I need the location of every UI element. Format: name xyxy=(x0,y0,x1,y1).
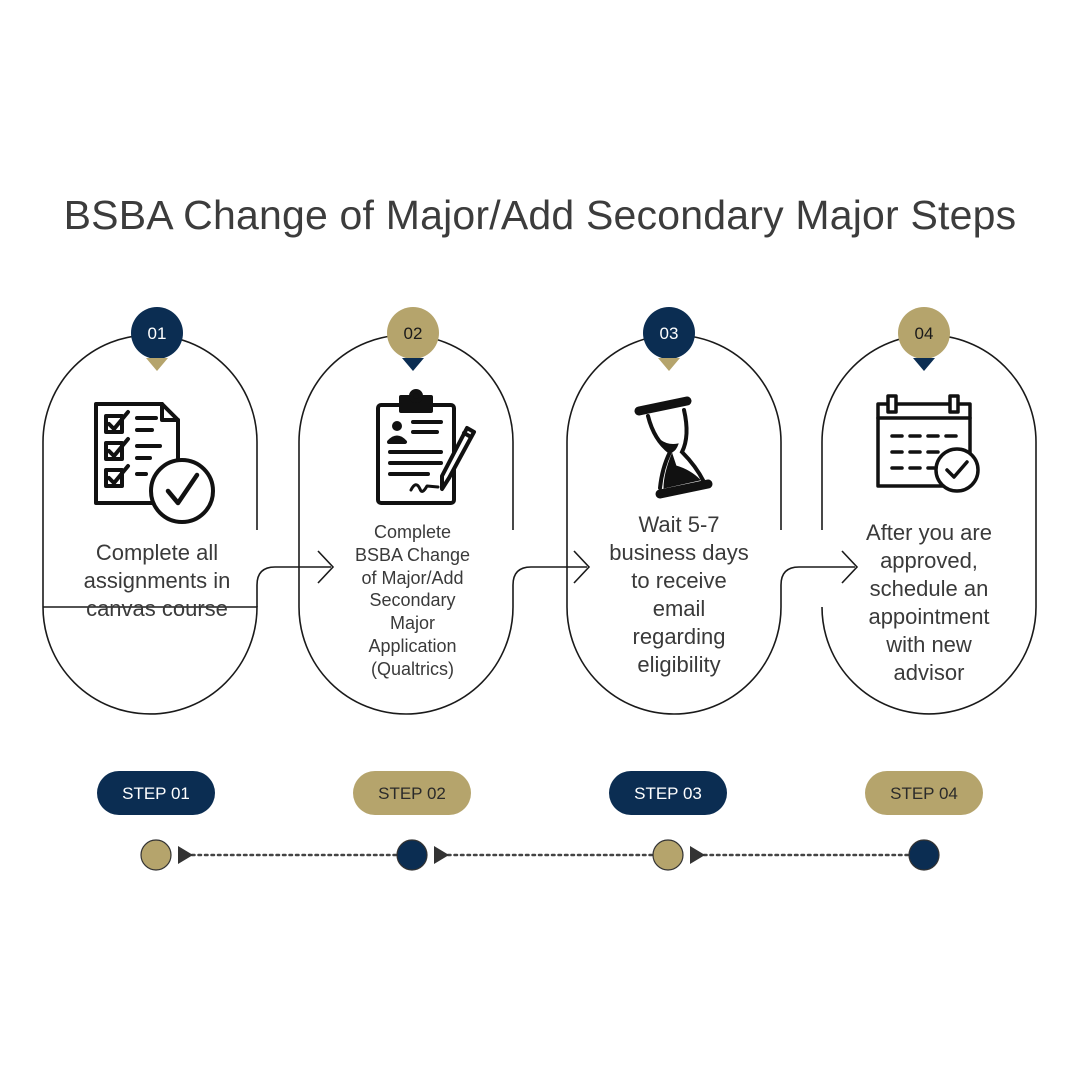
step-pill-3: STEP 03 xyxy=(609,771,727,815)
step-pill-1: STEP 01 xyxy=(97,771,215,815)
timeline-dot-2 xyxy=(396,839,428,871)
timeline-dot-3 xyxy=(652,839,684,871)
number-badge-2: 02 xyxy=(387,307,439,371)
badge-number-3: 03 xyxy=(660,324,679,343)
step-capsule-1 xyxy=(42,334,258,715)
step-description-3: Wait 5-7 business days to receive email … xyxy=(609,512,749,677)
badge-number-2: 02 xyxy=(404,324,423,343)
number-badge-1: 01 xyxy=(131,307,183,371)
step-description-2: Complete BSBA Change of Major/Add Second… xyxy=(354,522,471,679)
checklist-icon xyxy=(94,402,215,524)
clipboard-signature-icon xyxy=(376,389,476,505)
step-label-3: STEP 03 xyxy=(634,784,702,803)
connector-2-3 xyxy=(512,566,587,607)
arrow-chevron-2 xyxy=(573,550,591,584)
step-pill-4: STEP 04 xyxy=(865,771,983,815)
timeline-dot-4 xyxy=(908,839,940,871)
timeline-arrows xyxy=(178,846,705,864)
step-pill-2: STEP 02 xyxy=(353,771,471,815)
arrow-chevron-3 xyxy=(841,550,859,584)
step-label-1: STEP 01 xyxy=(122,784,190,803)
number-badge-3: 03 xyxy=(643,307,695,371)
step-label-4: STEP 04 xyxy=(890,784,958,803)
connector-3-4 xyxy=(780,566,855,607)
hourglass-icon xyxy=(634,396,713,499)
number-badge-4: 04 xyxy=(898,307,950,371)
timeline-dot-1 xyxy=(140,839,172,871)
step-description-4: After you are approved, schedule an appo… xyxy=(866,520,992,685)
badge-number-1: 01 xyxy=(148,324,167,343)
step-label-2: STEP 02 xyxy=(378,784,446,803)
badge-number-4: 04 xyxy=(915,324,934,343)
calendar-check-icon xyxy=(876,394,980,493)
step-description-1: Complete all assignments in canvas cours… xyxy=(83,540,231,621)
step-capsule-4 xyxy=(821,334,1037,715)
timeline-dots xyxy=(140,839,940,871)
arrow-chevron-1 xyxy=(317,550,335,584)
connector-1-2 xyxy=(256,566,331,607)
page-title: BSBA Change of Major/Add Secondary Major… xyxy=(63,192,1017,238)
